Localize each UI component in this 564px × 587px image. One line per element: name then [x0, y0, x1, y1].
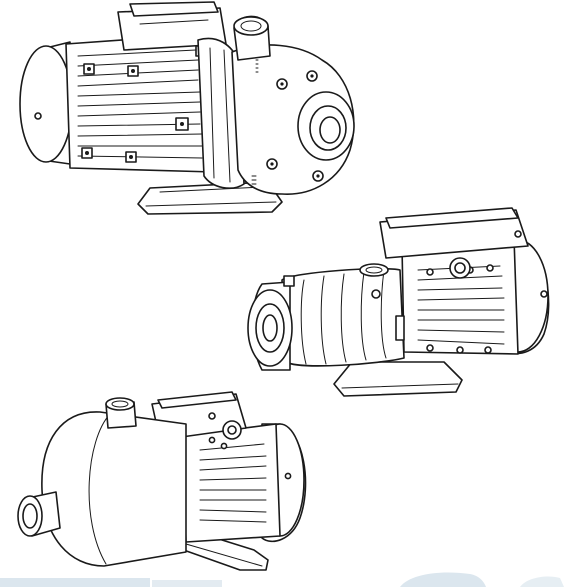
- footer-decoration: [0, 572, 564, 587]
- stainless-jet-pump: [17, 391, 307, 571]
- end-suction-centrifugal-pump: [19, 1, 355, 215]
- horizontal-multistage-pump: [247, 207, 550, 397]
